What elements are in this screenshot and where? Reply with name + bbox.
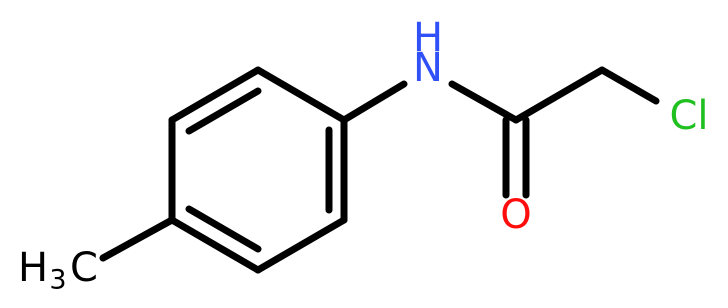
- ring-to-nitrogen-bond: [340, 80, 408, 124]
- ring-bond-4: [254, 216, 348, 274]
- ring-bond-5: [168, 216, 262, 274]
- hydrogen-on-nitrogen-label: H: [413, 15, 443, 61]
- methyl-h-label: H: [18, 245, 48, 291]
- ring-bond-1: [168, 66, 262, 124]
- nitrogen-to-carbonyl-bond: [448, 80, 520, 124]
- ring-double-bond-1: [185, 87, 262, 135]
- chlorine-label: Cl: [669, 93, 708, 139]
- oxygen-label: O: [500, 192, 531, 238]
- nitrogen-label: N: [413, 45, 443, 91]
- methyl-subscript-label: 3: [49, 265, 66, 296]
- carbonyl-to-ch2-bond: [512, 66, 606, 124]
- methyl-c-label: C: [70, 245, 98, 291]
- methyl-bond: [99, 216, 176, 262]
- ch2-to-chlorine-bond: [598, 66, 660, 105]
- ring-double-bond-3: [185, 205, 262, 253]
- ring-bond-2: [254, 66, 348, 124]
